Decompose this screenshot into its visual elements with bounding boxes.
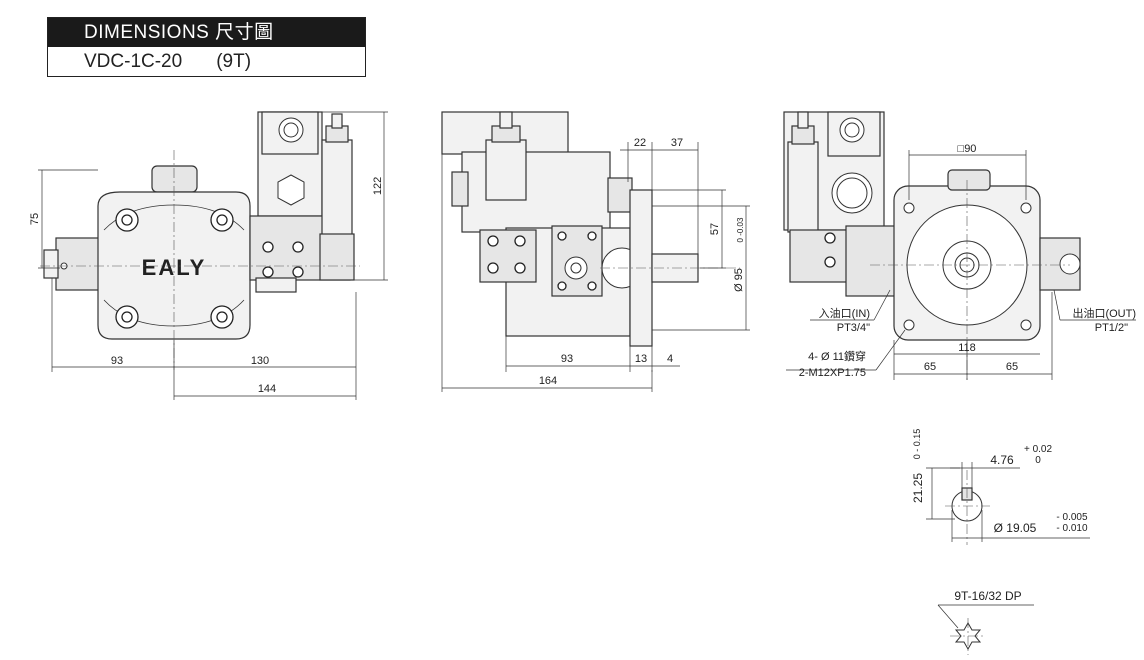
front-hex-nut-icon bbox=[277, 174, 305, 206]
dim-22: 22 bbox=[634, 137, 646, 149]
front-inlet-stub bbox=[43, 249, 59, 279]
key-width: 4.76 bbox=[990, 453, 1014, 467]
holes-label: 4- Ø 11鑽穿 bbox=[808, 349, 866, 363]
dim-75: 75 bbox=[29, 213, 41, 225]
dimensions-title: DIMENSIONS 尺寸圖 bbox=[48, 18, 365, 47]
front-valve-bolt-icon bbox=[262, 241, 304, 278]
dim-93-side: 93 bbox=[561, 353, 573, 365]
dim-144: 144 bbox=[258, 383, 276, 395]
side-bolt-icon bbox=[487, 235, 526, 274]
rear-view: □90 入油口(IN) PT3/4" 出油口(OUT) PT1/2" 4- Ø … bbox=[783, 111, 1136, 380]
rear-valve-base bbox=[789, 229, 851, 283]
dim-13: 13 bbox=[635, 353, 647, 365]
dim-130: 130 bbox=[251, 355, 269, 367]
front-view: EALY 75 122 93 bbox=[29, 111, 388, 400]
dim-164: 164 bbox=[539, 375, 557, 387]
side-adjust-screw bbox=[499, 111, 513, 129]
shaft-key-detail: 4.76 + 0.02 0 21.25 0 - 0.15 Ø 19.05 - 0… bbox=[911, 429, 1090, 545]
front-adjust-screw bbox=[331, 113, 343, 129]
inlet-thread: PT3/4" bbox=[837, 322, 870, 334]
rear-adjust-cylinder bbox=[787, 141, 819, 233]
side-valve-plug bbox=[451, 171, 469, 207]
front-top-boss bbox=[151, 165, 198, 193]
outlet-label: 出油口(OUT) bbox=[1072, 306, 1136, 320]
rear-outlet-port-icon bbox=[1059, 253, 1081, 275]
dim-65-right: 65 bbox=[1006, 361, 1018, 373]
side-cover-bolt-icon bbox=[557, 231, 597, 291]
model-line: VDC-1C-20 (9T) bbox=[48, 47, 365, 77]
rear-valve-bolt-icon bbox=[824, 232, 836, 268]
side-valve-body bbox=[461, 151, 611, 233]
dim-118: 118 bbox=[958, 342, 976, 354]
spline-spec: 9T-16/32 DP bbox=[954, 589, 1021, 603]
side-gear-teeth bbox=[607, 177, 633, 213]
dim-4: 4 bbox=[667, 353, 673, 365]
front-valve-foot bbox=[255, 277, 297, 293]
rear-mount-hole-icon bbox=[903, 202, 1032, 331]
brand-logo: EALY bbox=[142, 255, 207, 280]
dim-shaft-dia-95: Ø 95 bbox=[733, 268, 745, 292]
key-height-tol: 0 - 0.15 bbox=[912, 429, 922, 460]
rear-adjust-screw bbox=[797, 111, 809, 129]
rear-top-boss bbox=[947, 169, 991, 191]
dim-37: 37 bbox=[671, 137, 683, 149]
dim-122: 122 bbox=[372, 177, 384, 195]
shaft-dia-tol-lower: - 0.010 bbox=[1056, 523, 1088, 534]
rear-inlet-flange bbox=[845, 225, 897, 297]
key-width-tol-lower: 0 bbox=[1035, 455, 1041, 466]
front-adjust-base bbox=[319, 233, 355, 281]
dim-shaft-dia-95-tol: 0 -0.03 bbox=[736, 217, 745, 242]
dim-65-left: 65 bbox=[924, 361, 936, 373]
inlet-label: 入油口(IN) bbox=[819, 306, 870, 320]
key-width-tol-upper: + 0.02 bbox=[1024, 444, 1053, 455]
dim-57: 57 bbox=[709, 223, 721, 235]
front-bolt-icon bbox=[115, 208, 234, 329]
model-number: VDC-1C-20 bbox=[84, 51, 183, 72]
side-adjust-cylinder bbox=[485, 139, 527, 201]
shaft-dia-tol-upper: - 0.005 bbox=[1056, 512, 1088, 523]
shaft-diameter: Ø 19.05 bbox=[994, 521, 1037, 535]
key-height: 21.25 bbox=[911, 473, 925, 503]
holes-thread: 2-M12XP1.75 bbox=[799, 367, 866, 379]
dim-93-front: 93 bbox=[111, 355, 123, 367]
rear-adjust-nut bbox=[791, 125, 815, 145]
spline-detail: 9T-16/32 DP bbox=[937, 589, 1034, 655]
title-block: DIMENSIONS 尺寸圖 VDC-1C-20 (9T) bbox=[47, 17, 366, 77]
dim-square-90: □90 bbox=[958, 143, 977, 155]
outlet-thread: PT1/2" bbox=[1095, 322, 1128, 334]
front-adjust-cylinder bbox=[321, 139, 353, 239]
side-view: 22 37 57 Ø 95 0 -0.03 93 13 4 164 bbox=[441, 111, 750, 392]
model-variant: (9T) bbox=[216, 51, 252, 72]
